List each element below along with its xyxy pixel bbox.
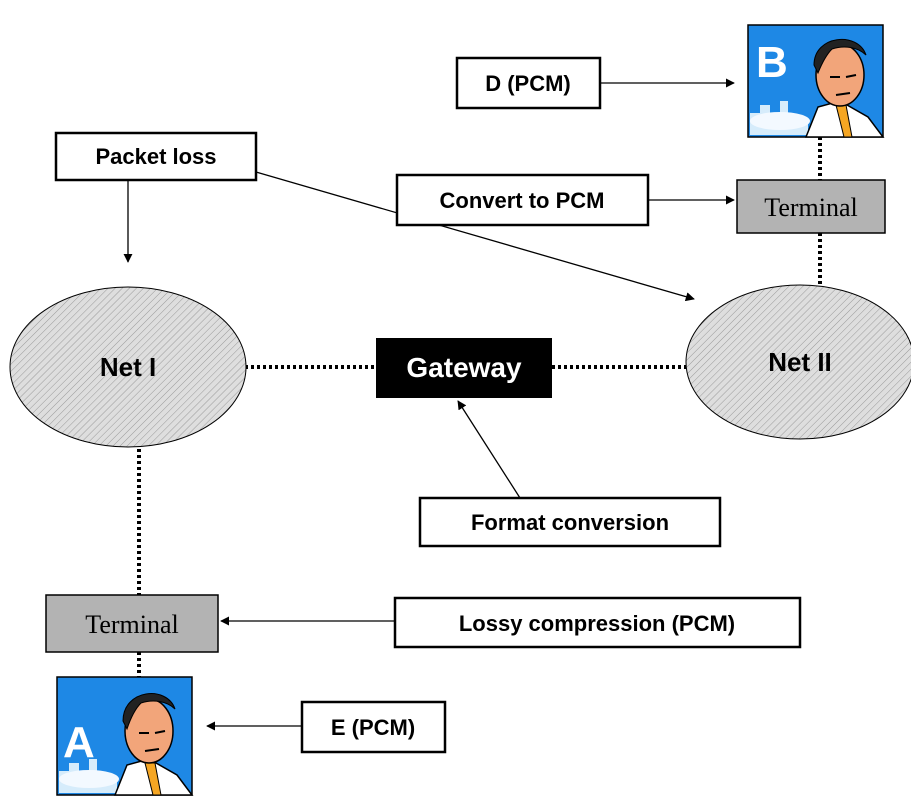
dotted-links [137,137,822,677]
callout-d-pcm-label: D (PCM) [485,71,571,96]
callout-convert-pcm-label: Convert to PCM [440,188,605,213]
callout-lossy-compression-label: Lossy compression (PCM) [459,611,735,636]
terminal-bottom: Terminal [45,594,219,653]
arrow-packetloss-to-net2 [255,171,695,302]
callout-e-pcm-label: E (PCM) [331,715,415,740]
terminal-bottom-label: Terminal [85,610,178,639]
person-b-letter: B [756,38,788,87]
gateway: Gateway [376,338,552,398]
person-a-avatar: A [56,676,194,796]
callout-convert-pcm: Convert to PCM [395,173,650,227]
person-b-avatar: B [747,24,885,138]
arrows [123,78,735,731]
callout-packet-loss: Packet loss [54,131,258,182]
callout-packet-loss-label: Packet loss [95,144,216,169]
callout-lossy-compression: Lossy compression (PCM) [393,596,802,649]
net-1-label: Net I [100,352,156,382]
callout-format-conversion: Format conversion [418,496,722,548]
terminal-top: Terminal [736,179,886,234]
net-2: Net II [685,284,911,440]
callout-format-conversion-label: Format conversion [471,510,669,535]
person-a-letter: A [63,718,95,767]
arrow-format-to-gateway [457,400,521,499]
terminal-top-label: Terminal [764,193,857,222]
net-1: Net I [9,286,247,448]
callout-e-pcm: E (PCM) [300,700,447,754]
callout-d-pcm: D (PCM) [455,56,602,110]
gateway-label: Gateway [406,352,522,383]
net-2-label: Net II [768,347,832,377]
